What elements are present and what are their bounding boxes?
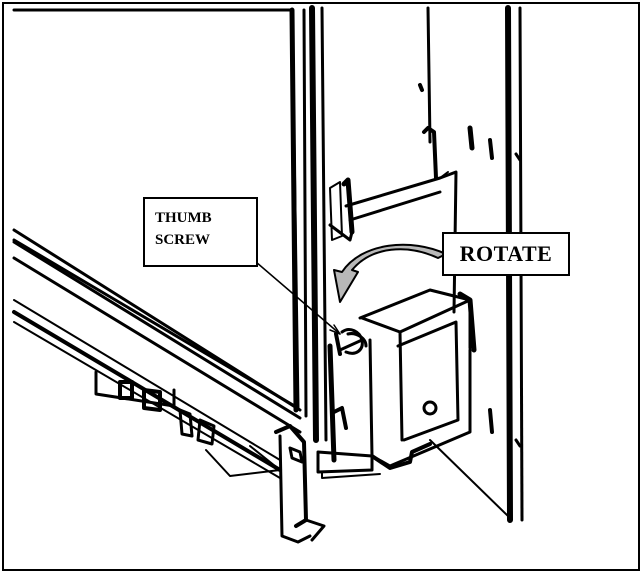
frame-post — [309, 5, 432, 443]
connector-block — [94, 370, 281, 477]
rotate-label: ROTATE — [442, 232, 570, 276]
thumb-screw-leader — [255, 261, 341, 335]
thumb-screw-label-line2: SCREW — [155, 232, 211, 248]
thumb-screw — [334, 328, 368, 356]
mechanism-housing — [358, 288, 477, 470]
leader-arrowhead — [329, 324, 341, 335]
lower-support — [316, 343, 381, 479]
front-bracket — [274, 424, 326, 544]
thumb-screw-label-line1: THUMB — [155, 210, 212, 226]
rotate-arrow-icon — [333, 243, 447, 303]
thumb-screw-label: THUMB SCREW — [143, 197, 258, 267]
